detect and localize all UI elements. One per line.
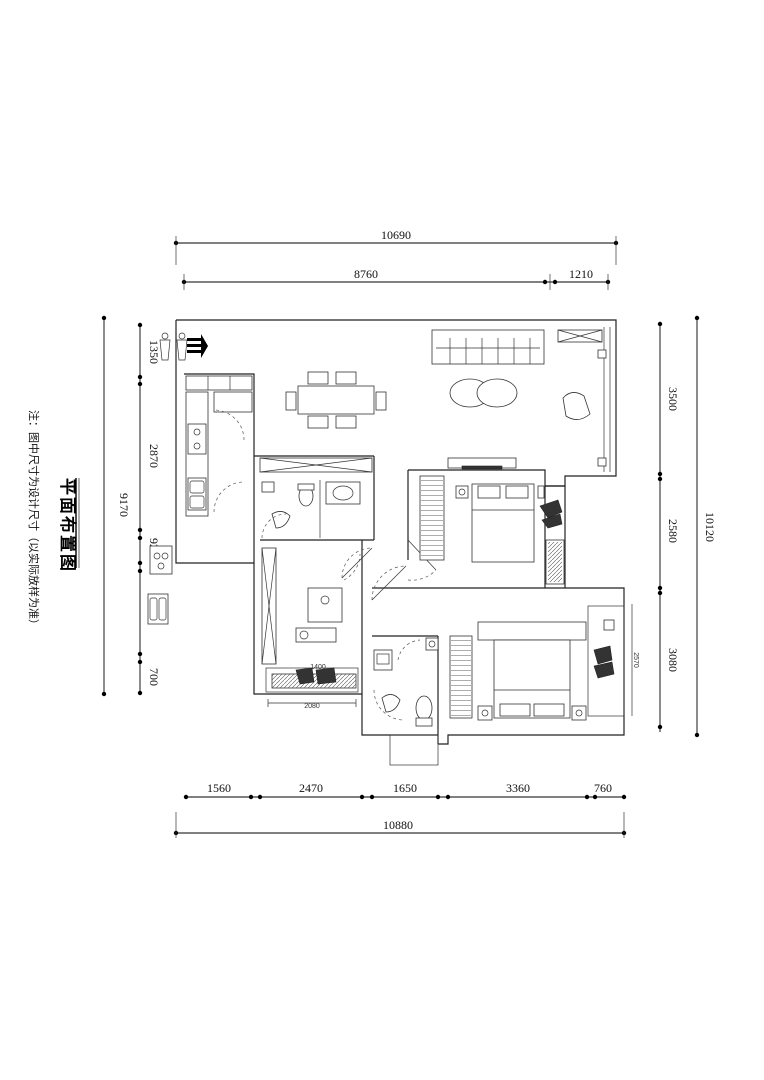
dim-bottom-total: 10880 [383, 818, 413, 832]
drawing-title: 平面布置图 [57, 478, 78, 573]
dim-left-total: 9170 [117, 493, 131, 517]
drawing-note: 注：图中尺寸为设计尺寸（以实际放样为准） [27, 410, 41, 630]
dim-inner-bedroom: 2570 [632, 652, 639, 668]
toilet-lower-icon [415, 695, 433, 721]
right-dimensions: 3500 2580 3080 10120 [657, 315, 717, 738]
armchair-icon [562, 392, 591, 420]
dim-left-2: 2870 [147, 444, 161, 468]
desk-icon [307, 587, 343, 623]
living-room [431, 329, 607, 470]
building-walls [175, 319, 633, 766]
dim-left-5: 700 [147, 668, 161, 686]
dim-right-2: 2580 [666, 519, 680, 543]
dim-inner-study: 2080 [304, 703, 320, 710]
dim-left-1: 1350 [147, 340, 161, 364]
dim-inner-small: 1400 [310, 664, 326, 671]
entrance-icon [159, 332, 208, 361]
dim-bottom-2: 2470 [299, 781, 323, 795]
dim-right-1: 3500 [666, 387, 680, 411]
bedroom-master: 2570 [449, 619, 639, 721]
dim-bottom-5: 760 [594, 781, 612, 795]
dim-top-right: 1210 [569, 267, 593, 281]
cooktop-icon [187, 423, 207, 455]
dim-bottom-3: 1650 [393, 781, 417, 795]
left-dimensions: 9170 1350 2870 920 2370 700 [101, 315, 161, 697]
dim-top-left: 8760 [354, 267, 378, 281]
bedroom-middle [419, 475, 565, 585]
bathroom-upper [259, 457, 373, 539]
dim-bottom-4: 3360 [506, 781, 530, 795]
dining-table [285, 371, 387, 429]
sink-icon [187, 477, 207, 511]
kitchen-area [147, 332, 253, 625]
dim-right-total: 10120 [703, 512, 717, 542]
dim-right-3: 3080 [666, 648, 680, 672]
dim-bottom-1: 1560 [207, 781, 231, 795]
top-dimensions: 10690 8760 1210 [173, 228, 619, 290]
sofa-icon [431, 329, 545, 365]
washbasin-icon [325, 481, 361, 505]
bathroom-lower [373, 637, 439, 727]
study-room: 2080 1400 [261, 547, 373, 710]
bottom-dimensions: 1560 2470 1650 3360 760 10880 [173, 781, 627, 838]
dim-top-total: 10690 [381, 228, 411, 242]
